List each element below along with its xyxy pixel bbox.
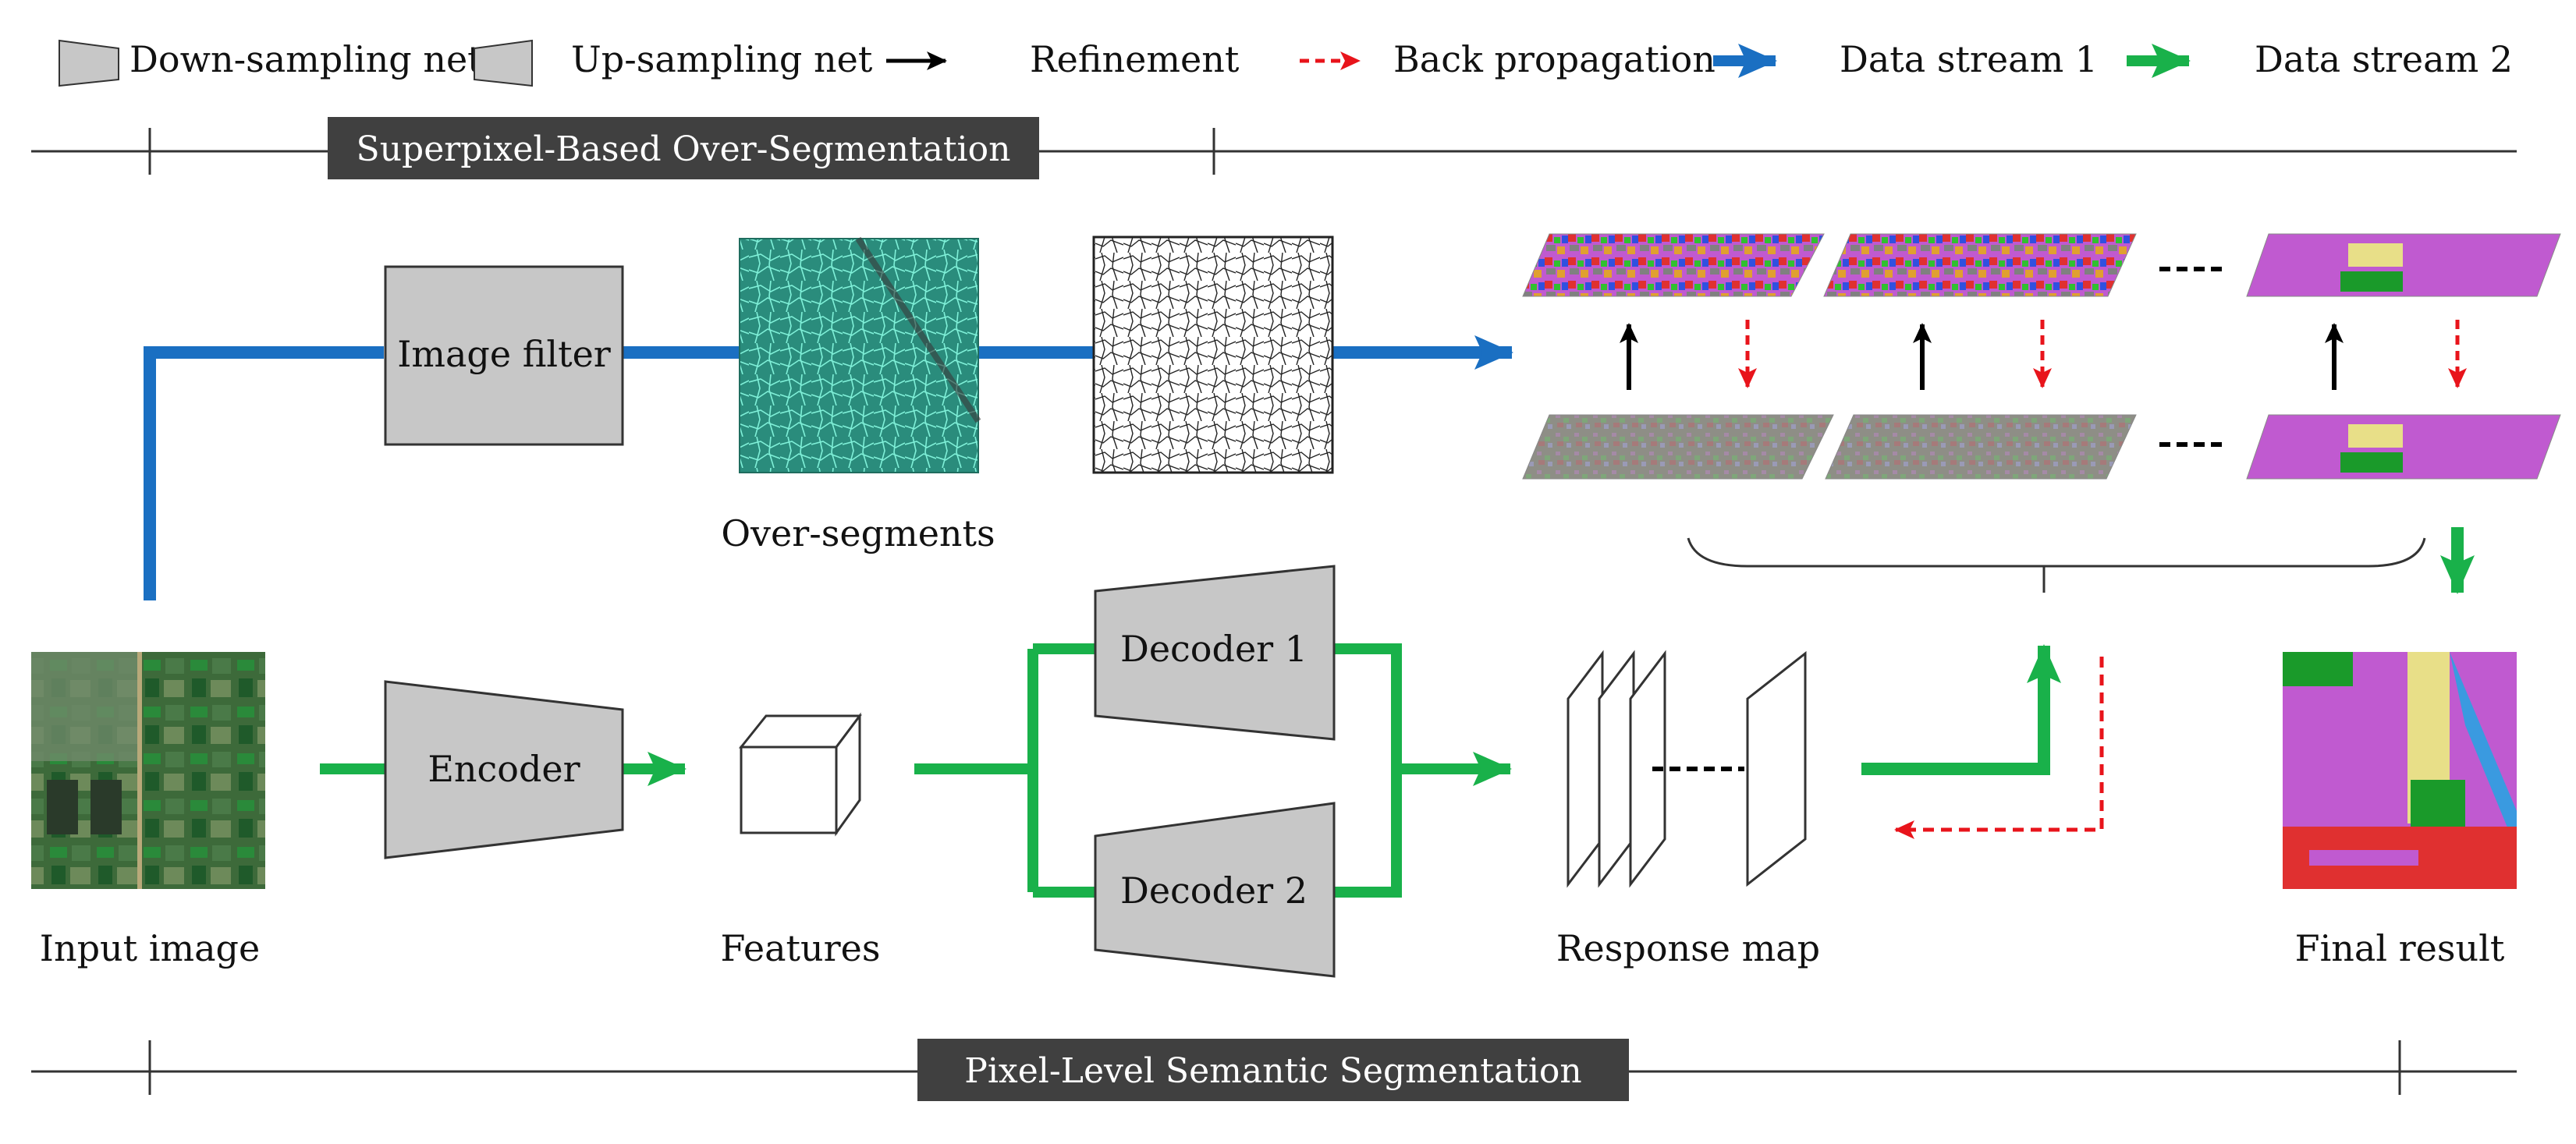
decoder-2-label: Decoder 2 xyxy=(1120,870,1308,912)
down-sampling-net-icon xyxy=(59,39,119,87)
decoder-1-block: Decoder 1 xyxy=(1094,565,1336,741)
decoder-1-label: Decoder 1 xyxy=(1120,628,1308,670)
final-result-caption: Final result xyxy=(2295,927,2505,969)
over-segments-caption: Over-segments xyxy=(721,512,995,554)
legend-back-propagation-label: Back propagation xyxy=(1393,38,1716,80)
response-map-stack xyxy=(1567,650,1807,888)
input-image xyxy=(31,652,265,889)
legend-down-sampling-label: Down-sampling net xyxy=(130,38,482,80)
data-stream-2 xyxy=(320,643,2104,898)
boundary-map-image xyxy=(1092,236,1334,474)
response-map-1 xyxy=(1522,414,1834,480)
response-map-caption: Response map xyxy=(1556,927,1820,969)
legend: Down-sampling net Up-sampling net Refine… xyxy=(59,38,2513,87)
image-filter-label: Image filter xyxy=(397,333,611,375)
response-map-n xyxy=(2246,414,2561,480)
encoder-block: Encoder xyxy=(384,680,624,859)
decoder-2-block: Decoder 2 xyxy=(1094,802,1336,978)
decoders-merge-line xyxy=(1334,643,1467,898)
image-filter-block: Image filter xyxy=(384,265,624,446)
over-segments-image xyxy=(739,236,981,473)
response-to-refinement-arrow xyxy=(1861,678,2050,775)
refined-map-2 xyxy=(1823,233,2137,297)
up-sampling-net-icon xyxy=(474,39,533,87)
legend-data-stream-2-label: Data stream 2 xyxy=(2255,38,2513,80)
blue-stream-line xyxy=(144,346,1470,600)
features-to-decoders-line xyxy=(914,643,1095,898)
legend-refinement-label: Refinement xyxy=(1030,38,1240,80)
input-image-caption: Input image xyxy=(40,927,260,969)
refinement-stacks xyxy=(1522,233,2561,593)
data-stream-1 xyxy=(144,335,1513,600)
encoder-label: Encoder xyxy=(428,748,580,790)
bottom-section-banner xyxy=(917,1039,1629,1101)
legend-data-stream-1-label: Data stream 1 xyxy=(1840,38,2098,80)
refined-map-1 xyxy=(1522,233,1825,297)
refined-map-n xyxy=(2246,233,2561,297)
features-caption: Features xyxy=(721,927,881,969)
top-section-divider: Superpixel-Based Over-Segmentation xyxy=(31,117,2517,179)
stack-brace xyxy=(1687,537,2426,593)
top-section-title: Superpixel-Based Over-Segmentation xyxy=(357,129,1011,169)
features-cube xyxy=(738,712,862,837)
bottom-section-divider: Pixel-Level Semantic Segmentation xyxy=(31,1039,2517,1101)
legend-up-sampling-label: Up-sampling net xyxy=(571,38,873,80)
bottom-section-title: Pixel-Level Semantic Segmentation xyxy=(964,1051,1581,1091)
final-result-image xyxy=(2283,652,2517,889)
back-propagation-loop-arrow xyxy=(1894,657,2104,839)
top-section-banner xyxy=(328,117,1039,179)
response-map-2 xyxy=(1825,414,2137,480)
